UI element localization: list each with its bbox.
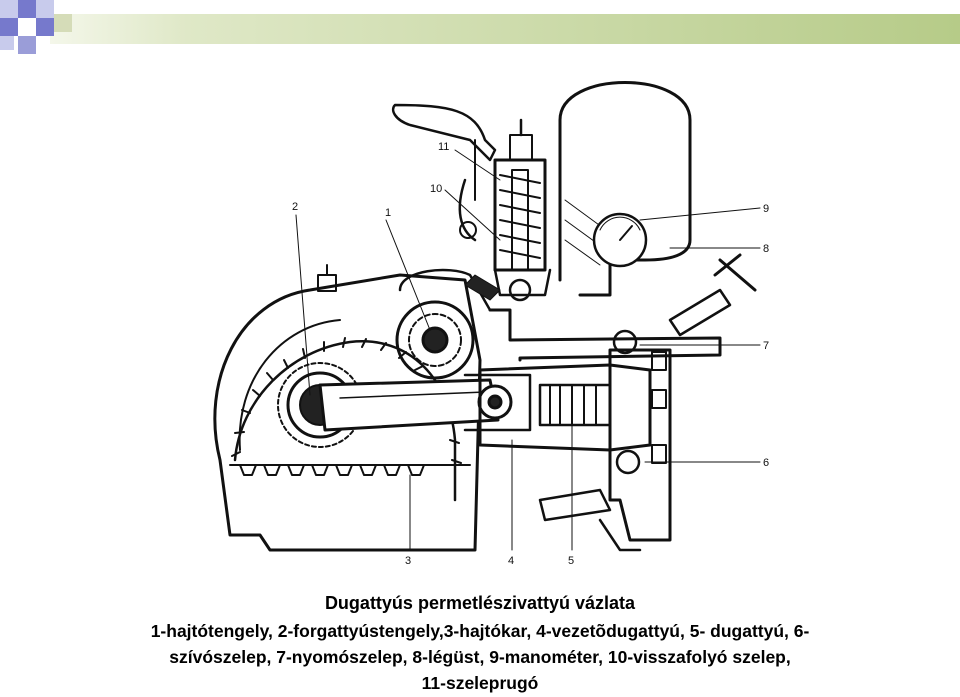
legend-line-2: szívószelep, 7-nyomószelep, 8-légüst, 9-… [169, 647, 791, 667]
callout-10: 10 [430, 183, 442, 195]
legend-line-1: 1-hajtótengely, 2-forgattyústengely,3-ha… [150, 621, 810, 641]
pump-diagram: 1 2 3 4 5 6 7 8 9 10 11 [200, 80, 780, 580]
callout-7: 7 [763, 340, 769, 352]
callout-9: 9 [763, 203, 769, 215]
legend-line-3: 11-szeleprugó [421, 673, 539, 693]
callout-1: 1 [385, 207, 391, 219]
header-gradient [0, 0, 960, 54]
guide-piston [463, 373, 532, 432]
return-valve-lever [391, 103, 497, 162]
callout-4: 4 [508, 555, 514, 567]
valve-block [608, 348, 672, 542]
leader-lines [295, 149, 761, 551]
suction-valve [615, 449, 641, 475]
callout-5: 5 [568, 555, 574, 567]
header-band [0, 0, 960, 60]
connecting-rod [318, 378, 500, 432]
callout-2: 2 [292, 201, 298, 213]
callout-8: 8 [763, 243, 769, 255]
callout-3: 3 [405, 555, 411, 567]
pressure-valve [612, 329, 638, 355]
callout-labels: 1 2 3 4 5 6 7 8 9 10 11 [292, 141, 769, 567]
pump-drawing: 1 2 3 4 5 6 7 8 9 10 11 [213, 81, 769, 567]
logo-squares [0, 0, 72, 54]
crank-housing [213, 273, 482, 552]
diagram-title: Dugattyús permetlészivattyú vázlata [324, 593, 636, 613]
drive-gear [395, 300, 475, 380]
callout-6: 6 [763, 457, 769, 469]
air-chamber [558, 81, 692, 297]
callout-11: 11 [438, 141, 449, 153]
